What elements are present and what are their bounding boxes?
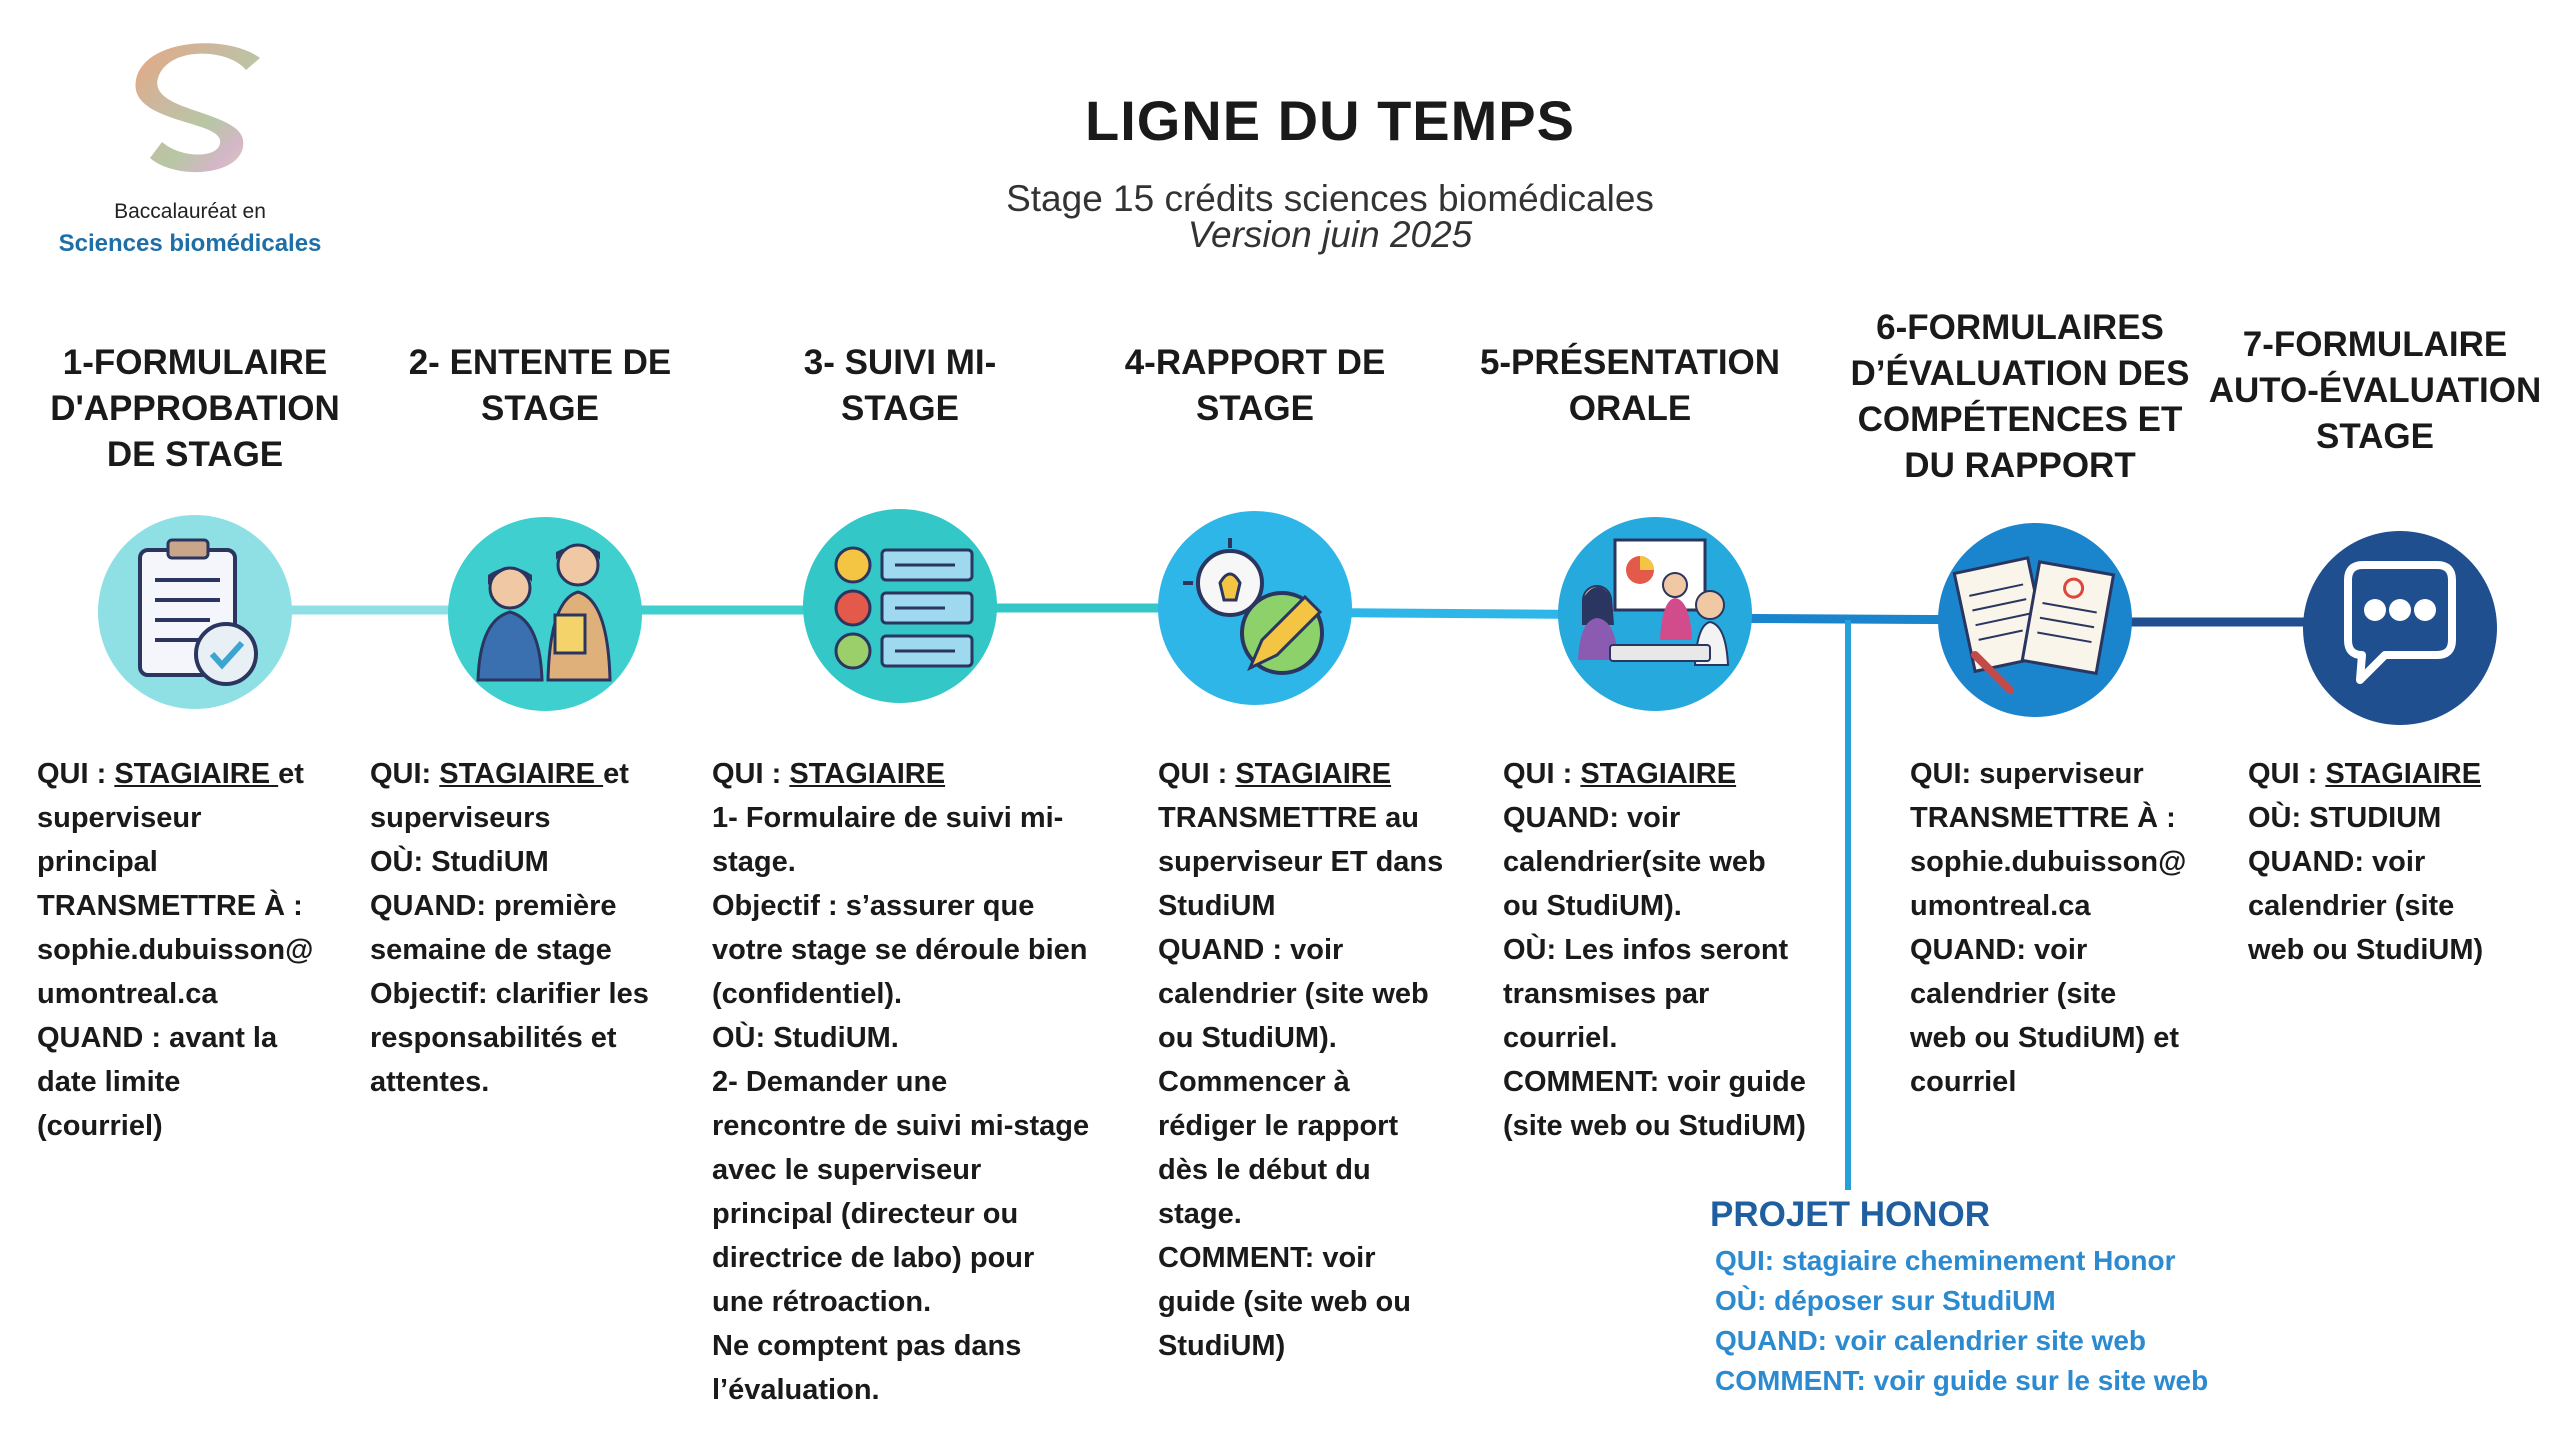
detail-line: StudiUM <box>1158 884 1498 928</box>
step-6-title: 6-FORMULAIRES D’ÉVALUATION DES COMPÉTENC… <box>1830 305 2210 489</box>
detail-line: (site web ou StudiUM) <box>1503 1104 1843 1148</box>
detail-line: web ou StudiUM) et <box>1910 1016 2240 1060</box>
detail-line: TRANSMETTRE au <box>1158 796 1498 840</box>
detail-line: (confidentiel). <box>712 972 1132 1016</box>
detail-line: ou StudiUM). <box>1503 884 1843 928</box>
step-5-details: QUI : STAGIAIRE QUAND: voir calendrier(s… <box>1503 752 1843 1148</box>
detail-line: guide (site web ou <box>1158 1280 1498 1324</box>
step-4-circle <box>1158 511 1352 705</box>
step-3-circle <box>803 509 997 703</box>
step-2-circle <box>448 517 642 711</box>
detail-line: calendrier (site <box>1910 972 2240 1016</box>
detail-line: sophie.dubuisson@ <box>1910 840 2240 884</box>
step-4-title: 4-RAPPORT DE STAGE <box>1105 340 1405 432</box>
detail-line: calendrier(site web <box>1503 840 1843 884</box>
detail-line: l’évaluation. <box>712 1368 1132 1412</box>
step-2-details: QUI: STAGIAIRE et superviseurs OÙ: Studi… <box>370 752 690 1104</box>
step-6-circle <box>1938 523 2132 717</box>
feedback-smileys-icon <box>836 548 972 668</box>
detail-line: avec le superviseur <box>712 1148 1132 1192</box>
detail-line: dès le début du <box>1158 1148 1498 1192</box>
honor-line: QUI: stagiaire cheminement Honor <box>1715 1245 2176 1277</box>
detail-line: Objectif : s’assurer que <box>712 884 1132 928</box>
detail-line: calendrier (site <box>2248 884 2548 928</box>
detail-line: courriel. <box>1503 1016 1843 1060</box>
detail-line: (courriel) <box>37 1104 357 1148</box>
detail-line: directrice de labo) pour <box>712 1236 1132 1280</box>
page-title: LIGNE DU TEMPS <box>0 88 2560 153</box>
detail-line: QUAND: voir <box>2248 840 2548 884</box>
honor-line: COMMENT: voir guide sur le site web <box>1715 1365 2208 1397</box>
detail-line: QUAND: première <box>370 884 690 928</box>
detail-line: superviseurs <box>370 796 690 840</box>
step-2-qui: QUI: STAGIAIRE et <box>370 752 690 796</box>
detail-line: principal (directeur ou <box>712 1192 1132 1236</box>
detail-line: OÙ: STUDIUM <box>2248 796 2548 840</box>
detail-line: superviseur ET dans <box>1158 840 1498 884</box>
detail-line: stage. <box>1158 1192 1498 1236</box>
detail-line: 1- Formulaire de suivi mi- <box>712 796 1132 840</box>
step-5-qui: QUI : STAGIAIRE <box>1503 752 1843 796</box>
detail-line: transmises par <box>1503 972 1843 1016</box>
honor-title: PROJET HONOR <box>1710 1195 1990 1235</box>
detail-line: rédiger le rapport <box>1158 1104 1498 1148</box>
step-4-details: QUI : STAGIAIRE TRANSMETTRE au supervise… <box>1158 752 1498 1368</box>
detail-line: responsabilités et <box>370 1016 690 1060</box>
step-2-title: 2- ENTENTE DE STAGE <box>390 340 690 432</box>
step-1-circle <box>98 515 292 709</box>
detail-line: OÙ: Les infos seront <box>1503 928 1843 972</box>
detail-line: COMMENT: voir guide <box>1503 1060 1843 1104</box>
version-label: Version juin 2025 <box>0 214 2560 256</box>
detail-line: umontreal.ca <box>37 972 357 1016</box>
detail-line: ou StudiUM). <box>1158 1016 1498 1060</box>
detail-line: QUAND: voir <box>1910 928 2240 972</box>
step-3-title: 3- SUIVI MI- STAGE <box>750 340 1050 432</box>
step-4-qui: QUI : STAGIAIRE <box>1158 752 1498 796</box>
detail-line: attentes. <box>370 1060 690 1104</box>
detail-line: COMMENT: voir <box>1158 1236 1498 1280</box>
step-7-details: QUI : STAGIAIRE OÙ: STUDIUM QUAND: voir … <box>2248 752 2548 972</box>
detail-line: superviseur <box>37 796 357 840</box>
detail-line: Commencer à <box>1158 1060 1498 1104</box>
detail-line: QUAND: voir <box>1503 796 1843 840</box>
step-1-details: QUI : STAGIAIRE et superviseur principal… <box>37 752 357 1148</box>
detail-line: rencontre de suivi mi-stage <box>712 1104 1132 1148</box>
step-5-circle <box>1558 517 1752 711</box>
detail-line: StudiUM) <box>1158 1324 1498 1368</box>
detail-line: web ou StudiUM) <box>2248 928 2548 972</box>
detail-line: TRANSMETTRE À : <box>1910 796 2240 840</box>
detail-line: Objectif: clarifier les <box>370 972 690 1016</box>
detail-line: OÙ: StudiUM <box>370 840 690 884</box>
detail-line: 2- Demander une <box>712 1060 1132 1104</box>
step-5-title: 5-PRÉSENTATION ORALE <box>1460 340 1800 432</box>
detail-line: semaine de stage <box>370 928 690 972</box>
step-7-title: 7-FORMULAIRE AUTO-ÉVALUATION STAGE <box>2205 322 2545 460</box>
step-7-qui: QUI : STAGIAIRE <box>2248 752 2548 796</box>
detail-line: une rétroaction. <box>712 1280 1132 1324</box>
detail-line: QUAND : avant la <box>37 1016 357 1060</box>
step-6-details: QUI: superviseur TRANSMETTRE À : sophie.… <box>1910 752 2240 1104</box>
detail-line: TRANSMETTRE À : <box>37 884 357 928</box>
step-3-details: QUI : STAGIAIRE 1- Formulaire de suivi m… <box>712 752 1132 1412</box>
detail-line: date limite <box>37 1060 357 1104</box>
detail-line: calendrier (site web <box>1158 972 1498 1016</box>
detail-line: umontreal.ca <box>1910 884 2240 928</box>
detail-line: votre stage se déroule bien <box>712 928 1132 972</box>
step-7-circle <box>2303 531 2497 725</box>
detail-line: OÙ: StudiUM. <box>712 1016 1132 1060</box>
step-1-title: 1-FORMULAIRE D'APPROBATION DE STAGE <box>30 340 360 478</box>
detail-line: courriel <box>1910 1060 2240 1104</box>
detail-line: Ne comptent pas dans <box>712 1324 1132 1368</box>
step-1-qui: QUI : STAGIAIRE et <box>37 752 357 796</box>
detail-line: QUI: superviseur <box>1910 752 2240 796</box>
detail-line: QUAND : voir <box>1158 928 1498 972</box>
detail-line: sophie.dubuisson@ <box>37 928 357 972</box>
detail-line: principal <box>37 840 357 884</box>
step-3-qui: QUI : STAGIAIRE <box>712 752 1132 796</box>
detail-line: stage. <box>712 840 1132 884</box>
honor-line: OÙ: déposer sur StudiUM <box>1715 1285 2056 1317</box>
honor-line: QUAND: voir calendrier site web <box>1715 1325 2146 1357</box>
